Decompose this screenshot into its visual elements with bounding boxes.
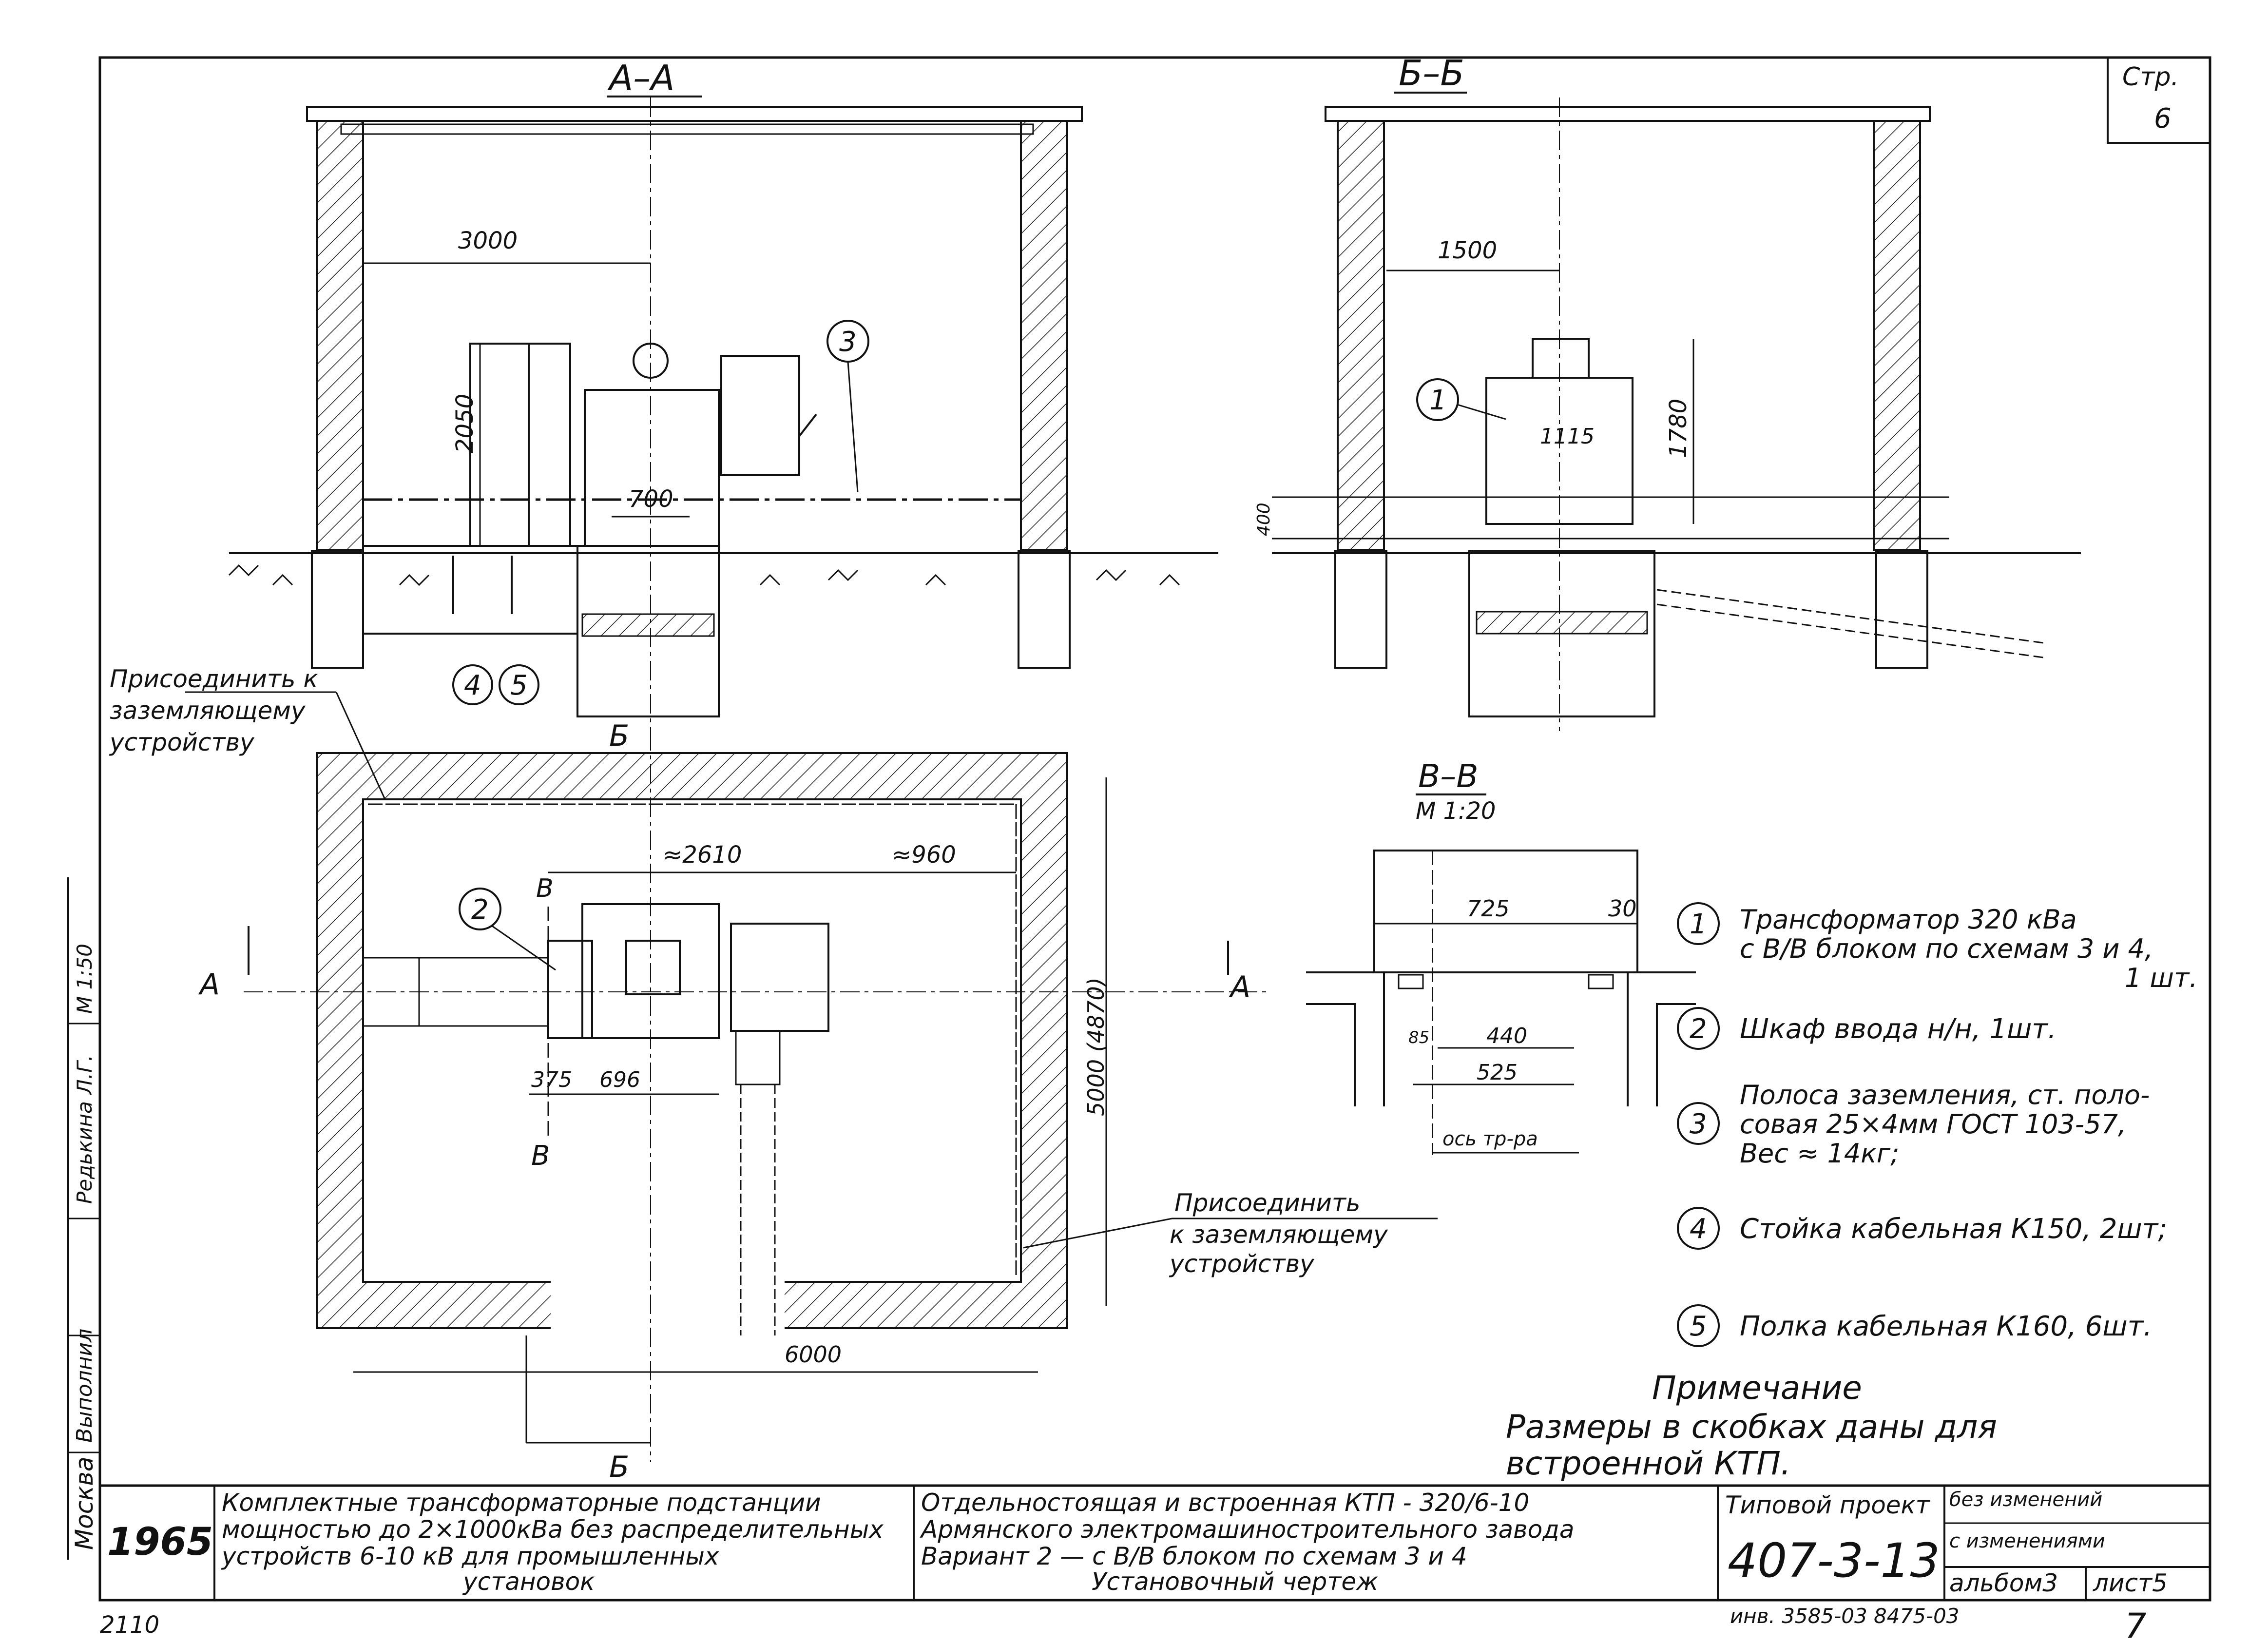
ground-note-right-line-1: Присоединить bbox=[1174, 1189, 1361, 1217]
dim-bb-1115: 1115 bbox=[1540, 424, 1595, 449]
ground-note-right-line-2: к заземляющему bbox=[1170, 1220, 1388, 1249]
cut-mark-b-bottom: Б bbox=[609, 1450, 629, 1484]
callout-5-aa: 5 bbox=[510, 670, 528, 701]
legend-3-line-3: Вес ≈ 14кг; bbox=[1740, 1138, 1899, 1169]
dim-vv-85: 85 bbox=[1408, 1028, 1429, 1047]
section-aa: А–А 3000 2050 bbox=[228, 58, 1218, 731]
remark-title: Примечание bbox=[1652, 1369, 1862, 1407]
legend-4-line-1: Стойка кабельная К150, 2шт; bbox=[1740, 1213, 2167, 1245]
tb-col1-line-4: установок bbox=[462, 1567, 595, 1596]
stamp-scale: М 1:50 bbox=[73, 944, 96, 1014]
page-number-label: Стр. bbox=[2122, 62, 2179, 92]
tb-year: 1965 bbox=[107, 1520, 213, 1564]
stamp-city: Москва bbox=[70, 1456, 98, 1550]
legend-3-line-2: совая 25×4мм ГОСТ 103-57, bbox=[1740, 1109, 2126, 1140]
legend-2-num: 2 bbox=[1690, 1013, 1707, 1045]
tb-with-changes: с изменениями bbox=[1949, 1530, 2105, 1552]
tb-col2-line-4: Установочный чертеж bbox=[1092, 1567, 1378, 1596]
legend: 1 Трансформатор 320 кВа с В/В блоком по … bbox=[1677, 902, 2198, 1347]
section-vv-title: В–В bbox=[1418, 757, 1479, 795]
callout-1-bb: 1 bbox=[1429, 385, 1447, 416]
ground-note-right-line-3: устройству bbox=[1169, 1250, 1315, 1278]
legend-3-line-1: Полоса заземления, ст. поло- bbox=[1740, 1080, 2150, 1110]
tb-album: альбом3 bbox=[1949, 1569, 2058, 1597]
section-bb-title: Б–Б bbox=[1399, 53, 1464, 94]
section-vv-scale: М 1:20 bbox=[1416, 797, 1496, 825]
tb-col2-line-3: Вариант 2 — с В/В блоком по схемам 3 и 4 bbox=[921, 1542, 1467, 1570]
axis-label: ось тр-ра bbox=[1442, 1128, 1538, 1150]
tb-without-changes: без изменений bbox=[1949, 1489, 2102, 1511]
legend-3-num: 3 bbox=[1690, 1108, 1707, 1140]
legend-5-num: 5 bbox=[1690, 1311, 1707, 1342]
stamp-name: Редькина Л.Г. bbox=[73, 1055, 96, 1204]
cut-mark-b-top: Б bbox=[609, 719, 629, 753]
footer-left: 2110 bbox=[100, 1611, 159, 1639]
page-number: 6 bbox=[2154, 103, 2172, 135]
callout-2-plan: 2 bbox=[471, 894, 489, 926]
sheet-number: 7 bbox=[2125, 1606, 2147, 1644]
dim-plan-696: 696 bbox=[599, 1067, 640, 1092]
dim-plan-375: 375 bbox=[531, 1067, 572, 1092]
remark: Примечание Размеры в скобках даны для вс… bbox=[1506, 1369, 1997, 1482]
dim-bb-400: 400 bbox=[1254, 503, 1274, 536]
plan-view: ≈2610 ≈960 375 696 5000 (4870) 6000 В В … bbox=[185, 691, 1438, 1484]
legend-2-line-1: Шкаф ввода н/н, 1шт. bbox=[1740, 1013, 2057, 1045]
legend-1-num: 1 bbox=[1690, 909, 1707, 940]
ground-note-top: Присоединить к заземляющему устройству bbox=[109, 665, 318, 756]
cut-mark-v-bottom: В bbox=[531, 1140, 550, 1172]
cut-mark-a-right: А bbox=[1229, 970, 1250, 1004]
stamp-done: Выполнил bbox=[72, 1329, 97, 1443]
dim-vv-30: 30 bbox=[1608, 895, 1637, 922]
remark-line-2: встроенной КТП. bbox=[1506, 1445, 1791, 1482]
tb-col2-line-1: Отдельностоящая и встроенная КТП - 320/6… bbox=[921, 1489, 1529, 1517]
legend-1-line-2: с В/В блоком по схемам 3 и 4, bbox=[1740, 933, 2153, 964]
tb-col2-line-2: Армянского электромашиностроительного за… bbox=[920, 1515, 1574, 1544]
ground-note-top-line-3: устройству bbox=[109, 728, 255, 756]
dim-plan-5000: 5000 (4870) bbox=[1083, 977, 1109, 1116]
page-number-box: Стр. 6 bbox=[2107, 57, 2211, 144]
tb-project: 407-3-13 bbox=[1728, 1533, 1940, 1588]
remark-line-1: Размеры в скобках даны для bbox=[1506, 1408, 1997, 1446]
dim-vv-525: 525 bbox=[1477, 1060, 1518, 1085]
title-block: 1965 Комплектные трансформаторные подста… bbox=[98, 1484, 2211, 1602]
ground-note-top-line-2: заземляющему bbox=[110, 696, 306, 725]
dim-aa-3000: 3000 bbox=[458, 227, 518, 254]
dim-bb-1500: 1500 bbox=[1438, 237, 1497, 264]
dim-plan-2610: ≈2610 bbox=[663, 841, 742, 869]
tb-col1-line-2: мощностью до 2×1000кВа без распределител… bbox=[222, 1515, 884, 1544]
dim-vv-440: 440 bbox=[1486, 1024, 1527, 1048]
ground-note-right: Присоединить к заземляющему устройству bbox=[1169, 1189, 1388, 1278]
cut-mark-v-top: В bbox=[536, 874, 554, 903]
callout-3-aa: 3 bbox=[839, 326, 857, 358]
cut-mark-a-left: А bbox=[198, 967, 220, 1002]
section-bb: Б–Б 1500 1780 1115 400 1 bbox=[1254, 53, 2081, 731]
legend-1-line-3: 1 шт. bbox=[2125, 963, 2198, 993]
footer-inventory: инв. 3585-03 8475-03 bbox=[1730, 1604, 1960, 1628]
dim-plan-960: ≈960 bbox=[892, 841, 956, 869]
tb-col1-line-3: устройств 6-10 кВ для промышленных bbox=[221, 1542, 719, 1570]
dim-vv-725: 725 bbox=[1467, 895, 1510, 922]
tb-sheet: лист5 bbox=[2093, 1569, 2168, 1597]
section-vv: В–В М 1:20 725 30 440 85 525 ось тр-ра bbox=[1306, 757, 1696, 1155]
ground-note-top-line-1: Присоединить к bbox=[110, 665, 318, 693]
dim-bb-1780: 1780 bbox=[1665, 399, 1692, 458]
legend-5-line-1: Полка кабельная К160, 6шт. bbox=[1740, 1311, 2152, 1342]
dim-aa-2050: 2050 bbox=[451, 394, 479, 453]
callout-4-aa: 4 bbox=[464, 670, 481, 701]
tb-col1-line-1: Комплектные трансформаторные подстанции bbox=[222, 1489, 821, 1517]
legend-4-num: 4 bbox=[1690, 1213, 1707, 1245]
dim-plan-6000: 6000 bbox=[785, 1341, 842, 1368]
dim-aa-700: 700 bbox=[629, 485, 673, 513]
legend-1-line-1: Трансформатор 320 кВа bbox=[1740, 904, 2077, 935]
section-aa-title: А–А bbox=[607, 58, 675, 98]
side-stamp: Москва Выполнил Редькина Л.Г. М 1:50 bbox=[67, 877, 101, 1560]
tb-type-label: Типовой проект bbox=[1725, 1491, 1931, 1519]
